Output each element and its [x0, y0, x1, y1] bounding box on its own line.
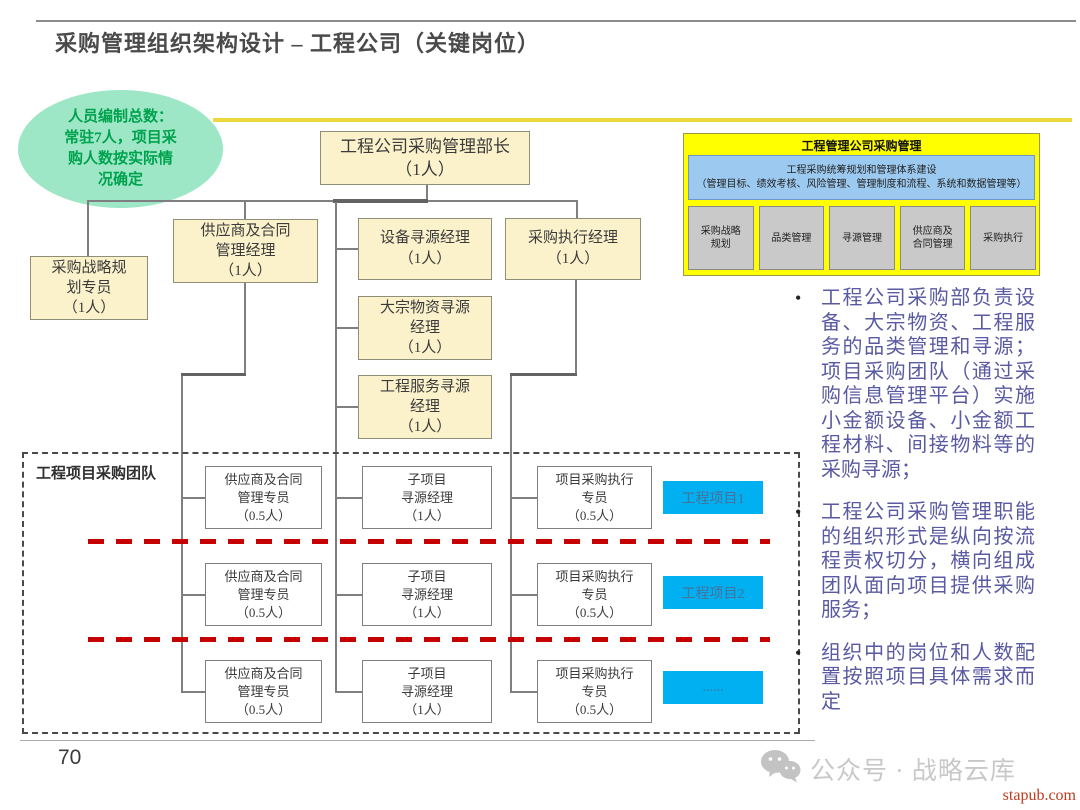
red-dashed-separator — [88, 637, 770, 642]
team-box-supplier-specialist: 供应商及合同 管理专员 （0.5人） — [205, 660, 322, 723]
connector — [512, 691, 537, 693]
connector — [510, 373, 577, 376]
module-title: 工程管理公司采购管理 — [801, 139, 922, 153]
connector — [244, 202, 246, 219]
team-box-exec-specialist: 项目采购执行 专员 （0.5人） — [537, 563, 652, 626]
connector — [575, 280, 577, 375]
team-box-exec-specialist: 项目采购执行 专员 （0.5人） — [537, 660, 652, 723]
org-box-service-sourcing-manager: 工程服务寻源 经理 （1人） — [358, 375, 492, 439]
bullet-text: 组织中的岗位和人数配置按照项目具体需求而定 — [821, 641, 1035, 713]
connector-supplier-spine — [181, 376, 183, 693]
connector — [337, 594, 362, 596]
bullet-marker: • — [795, 288, 802, 308]
connector — [337, 327, 358, 329]
page-number: 70 — [58, 746, 82, 769]
bullet-marker: • — [795, 502, 802, 522]
project-tag-1: 工程项目1 — [663, 481, 763, 514]
org-box-strategy-planner: 采购战略规 划专员 （1人） — [30, 256, 148, 320]
connector — [337, 248, 358, 250]
connector — [576, 202, 578, 219]
wechat-icon — [760, 748, 802, 789]
connector — [244, 283, 246, 375]
team-box-subproject-sourcing: 子项目 寻源经理 （1人） — [362, 466, 492, 529]
page-title: 采购管理组织架构设计 – 工程公司（关键岗位） — [55, 31, 541, 56]
commentary: • 工程公司采购部负责设备、大宗物资、工程服务的品类管理和寻源；项目采购团队（通… — [795, 286, 1035, 732]
connector — [337, 406, 358, 408]
module-cell-category: 品类管理 — [758, 206, 825, 270]
module-cell-strategy: 采购战略 规划 — [688, 206, 754, 270]
footer-rule — [20, 740, 815, 741]
org-box-equipment-sourcing-manager: 设备寻源经理 （1人） — [358, 218, 492, 280]
connector — [183, 497, 205, 499]
org-box-procurement-exec-manager: 采购执行经理 （1人） — [505, 218, 641, 280]
module-cell-execution: 采购执行 — [970, 206, 1036, 270]
org-box-bulk-sourcing-manager: 大宗物资寻源 经理 （1人） — [358, 296, 492, 360]
connector — [337, 691, 362, 693]
headcount-note: 人员编制总数： 常驻7人，项目采 购人数按实际情 况确定 — [18, 90, 223, 208]
connector — [181, 373, 246, 376]
connector — [512, 497, 537, 499]
project-tag-more: ...... — [663, 671, 763, 704]
module-cell-supplier: 供应商及 合同管理 — [899, 206, 966, 270]
watermark: 公众号 · 战略云库 — [760, 748, 1016, 789]
project-team-label: 工程项目采购团队 — [36, 466, 157, 482]
connector — [333, 199, 428, 203]
bullet-text: 工程公司采购管理职能的组织形式是纵向按流程责权切分，横向组成团队面向项目提供采购… — [821, 501, 1035, 621]
project-team-frame — [22, 452, 800, 734]
team-box-subproject-sourcing: 子项目 寻源经理 （1人） — [362, 563, 492, 626]
connector — [337, 497, 362, 499]
bullet-item: • 工程公司采购部负责设备、大宗物资、工程服务的品类管理和寻源；项目采购团队（通… — [795, 286, 1035, 482]
team-box-supplier-specialist: 供应商及合同 管理专员 （0.5人） — [205, 563, 322, 626]
connector — [512, 594, 537, 596]
team-box-exec-specialist: 项目采购执行 专员 （0.5人） — [537, 466, 652, 529]
yellow-connector-line — [213, 118, 1072, 122]
module-cell-sourcing: 寻源管理 — [829, 206, 895, 270]
module-subtitle-box: 工程采购统筹规划和管理体系建设 （管理目标、绩效考核、风险管理、管理制度和流程、… — [688, 155, 1035, 200]
bullet-item: • 工程公司采购管理职能的组织形式是纵向按流程责权切分，横向组成团队面向项目提供… — [795, 500, 1035, 623]
connector — [426, 185, 428, 201]
connector-sourcing-spine — [335, 202, 337, 693]
connector — [87, 202, 89, 257]
team-box-supplier-specialist: 供应商及合同 管理专员 （0.5人） — [205, 466, 322, 529]
team-box-subproject-sourcing: 子项目 寻源经理 （1人） — [362, 660, 492, 723]
connector-exec-spine — [510, 376, 512, 693]
function-module: 工程管理公司采购管理 工程采购统筹规划和管理体系建设 （管理目标、绩效考核、风险… — [683, 133, 1040, 276]
header-rule — [36, 20, 1076, 22]
connector — [183, 594, 205, 596]
red-dashed-separator — [88, 539, 770, 544]
watermark-text: 公众号 · 战略云库 — [810, 757, 1016, 785]
bullet-item: • 组织中的岗位和人数配置按照项目具体需求而定 — [795, 641, 1035, 715]
org-box-supplier-contract-manager: 供应商及合同 管理经理 （1人） — [173, 219, 318, 283]
project-tag-2: 工程项目2 — [663, 576, 763, 609]
site-label: stapub.com — [1002, 787, 1076, 804]
bullet-text: 工程公司采购部负责设备、大宗物资、工程服务的品类管理和寻源；项目采购团队（通过采… — [821, 287, 1035, 481]
bullet-marker: • — [795, 642, 802, 663]
org-box-director: 工程公司采购管理部长 （1人） — [320, 131, 530, 185]
connector — [183, 691, 205, 693]
connector — [87, 200, 578, 202]
module-function-row: 采购战略 规划 品类管理 寻源管理 供应商及 合同管理 采购执行 — [688, 206, 1036, 270]
